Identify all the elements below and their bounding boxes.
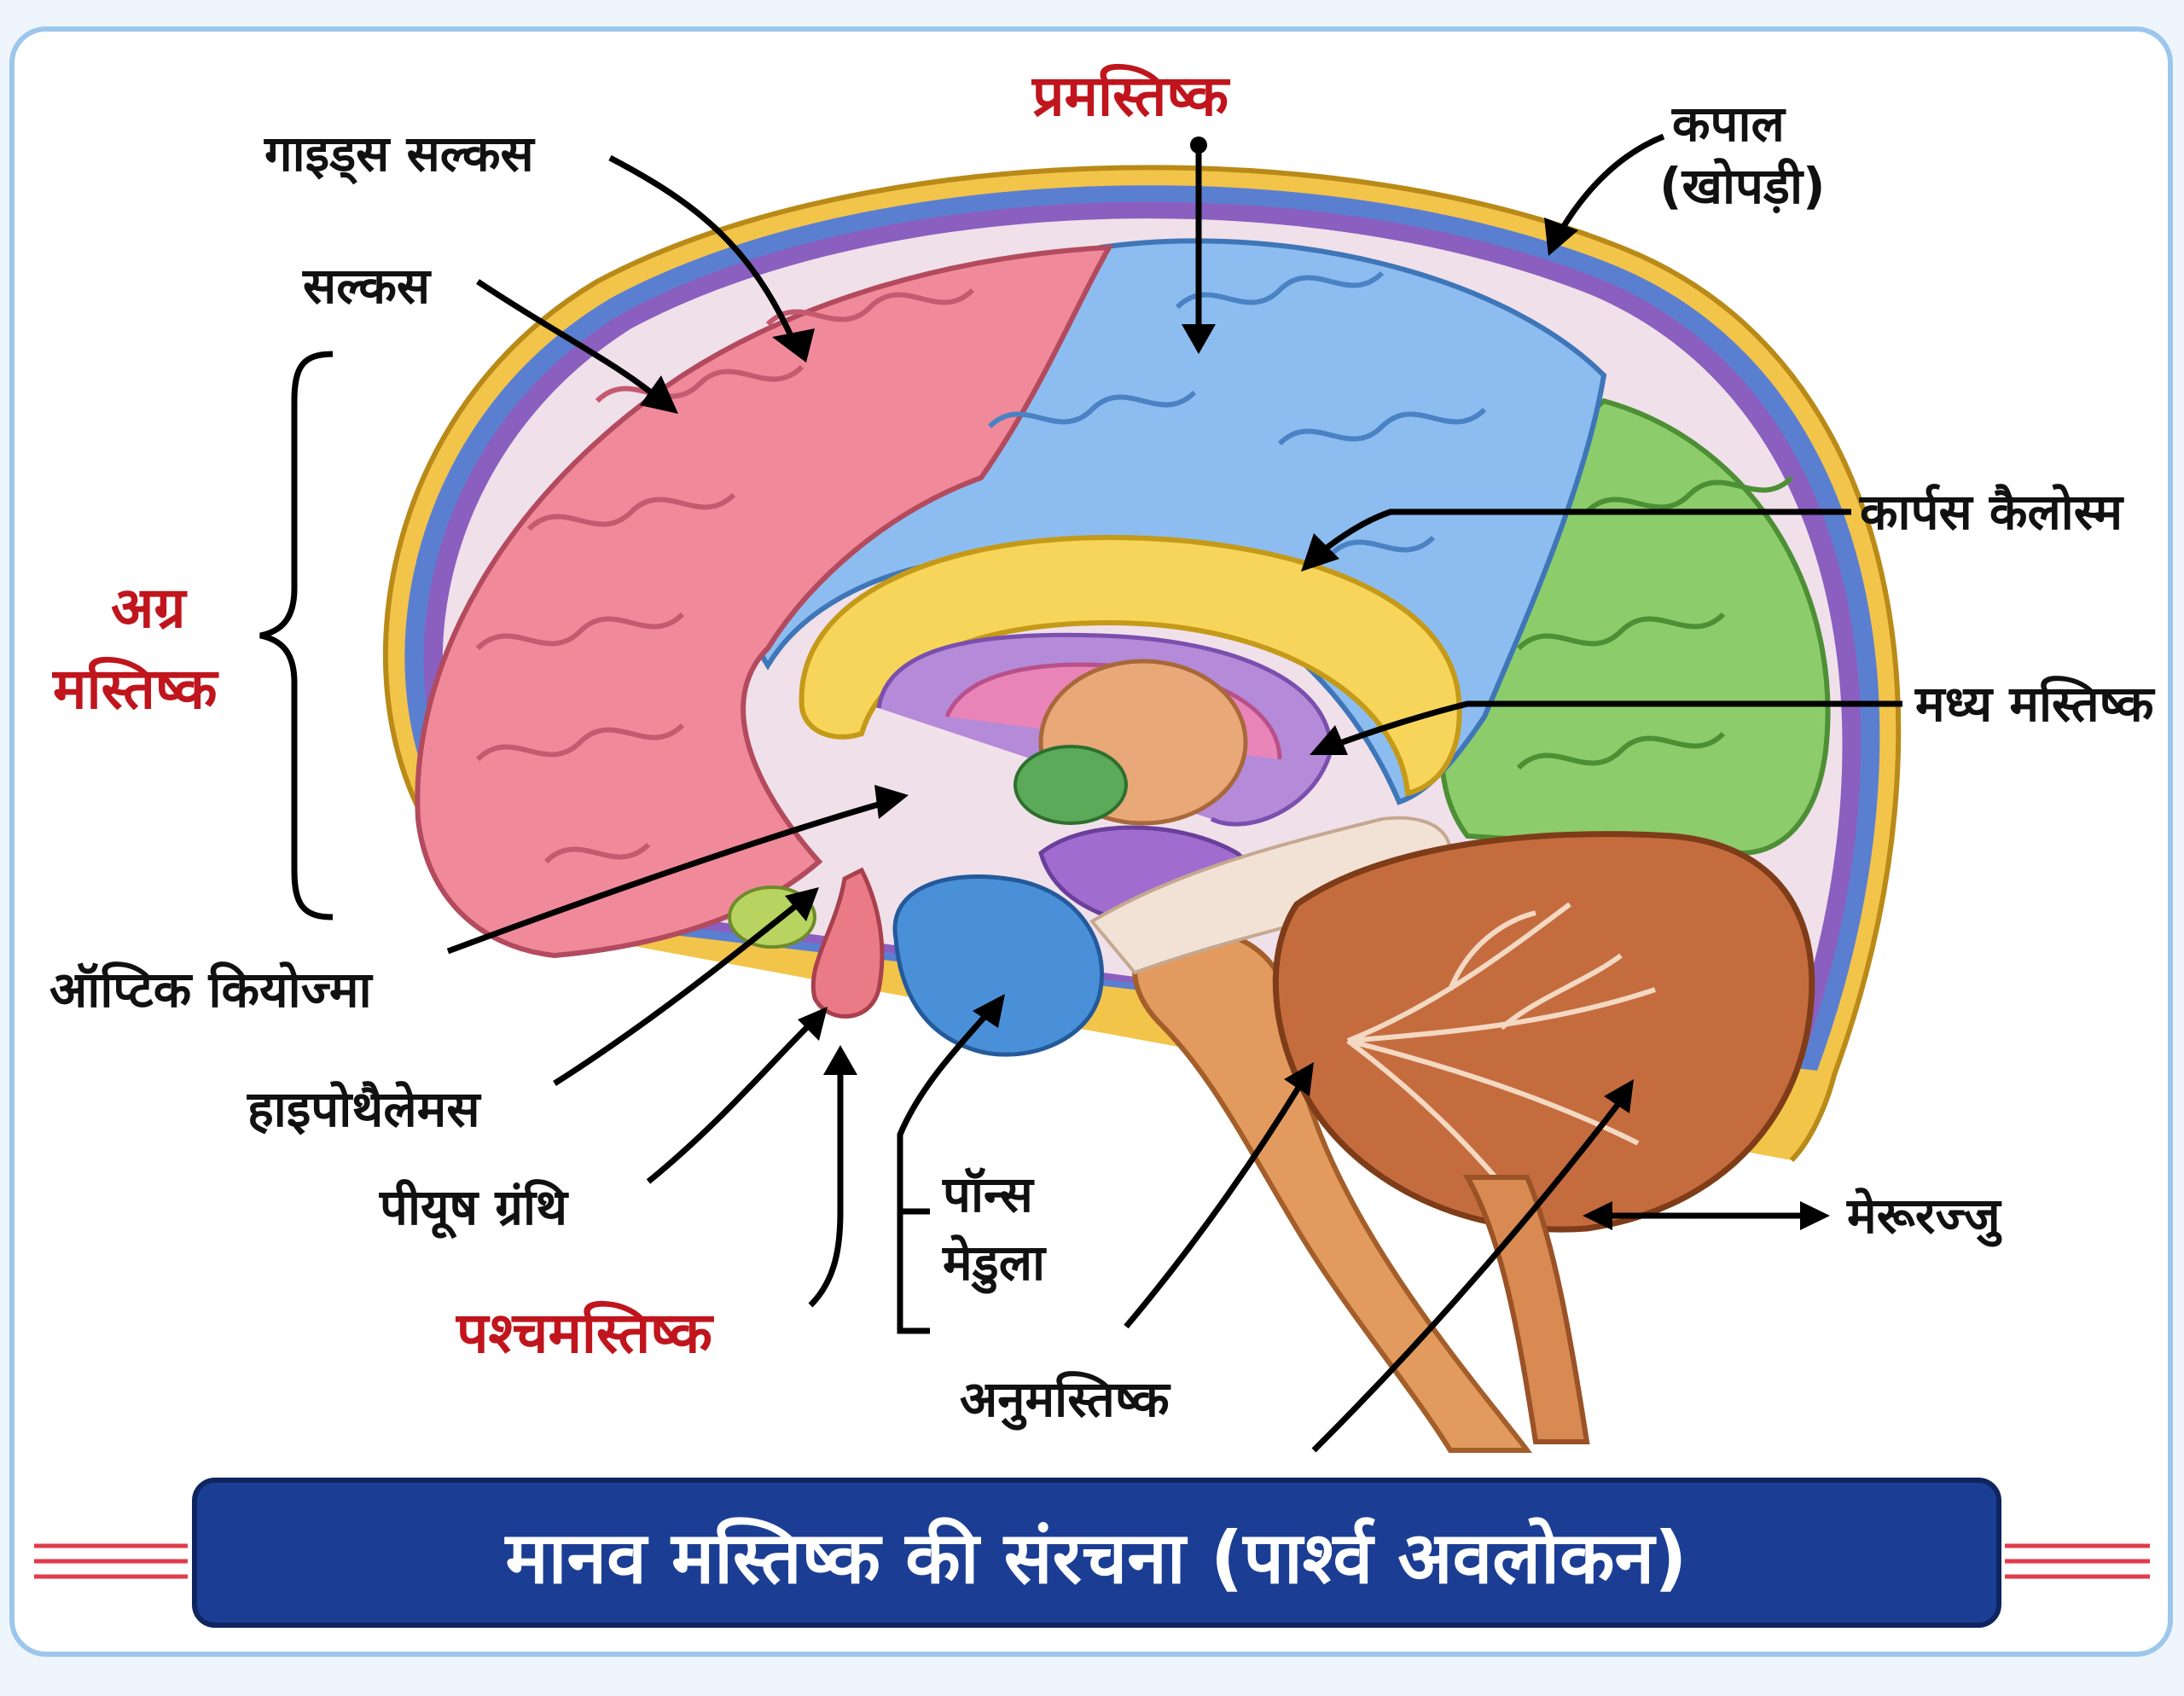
parietal-gyri [987, 270, 1487, 557]
label-corpus-callosum: कार्पस कैलोस्म [1859, 483, 2124, 541]
optic-nerve-region [1014, 745, 1128, 825]
label-optic-chiasma: ऑप्टिक कियोज्मा [49, 961, 374, 1019]
label-cerebrum: प्रमस्तिष्क [1031, 63, 1230, 129]
label-medulla: मेडुला [942, 1234, 1047, 1294]
label-sulcus: सल्कस [302, 257, 432, 315]
label-forebrain-line1: अग्र [111, 575, 188, 641]
spinal-cord [1462, 1175, 1590, 1444]
pontine-bridge [1089, 816, 1452, 975]
pointer-lines [259, 133, 1902, 1453]
label-midbrain: मध्य मस्तिष्क [1914, 675, 2156, 733]
label-cerebellum: अनुमस्तिष्क [960, 1370, 1171, 1431]
label-hindbrain: पश्चमस्तिष्क [455, 1300, 714, 1366]
pons [892, 874, 1104, 1057]
frontal-lobe [415, 244, 1114, 959]
label-pituitary: पीयूष ग्रंथि [379, 1178, 569, 1240]
pituitary-gland [810, 867, 885, 1019]
label-spinal-cord: मेरूरज्जु [1846, 1187, 2002, 1247]
label-pons: पॉन्स [942, 1165, 1035, 1223]
label-skull-line1: कपाल [1671, 95, 1787, 153]
label-skull-line2: (खोपड़ी) [1659, 157, 1825, 215]
frontal-gyri [475, 288, 975, 864]
label-gyrus-sulcus: गाइड्स सल्कस [264, 125, 535, 185]
diagram-title: मानव मस्तिष्क की संरचना (पार्श्व अवलोकन) [503, 1516, 1687, 1600]
title-bar [192, 1478, 2001, 1628]
cerebellum [1272, 831, 1815, 1233]
label-hypothalamus: हाइपोथैलेमस [247, 1080, 481, 1138]
title-decor [34, 1543, 2150, 1579]
occipital-gyri [1516, 475, 1794, 770]
label-forebrain-line2: मस्तिष्क [51, 656, 219, 722]
